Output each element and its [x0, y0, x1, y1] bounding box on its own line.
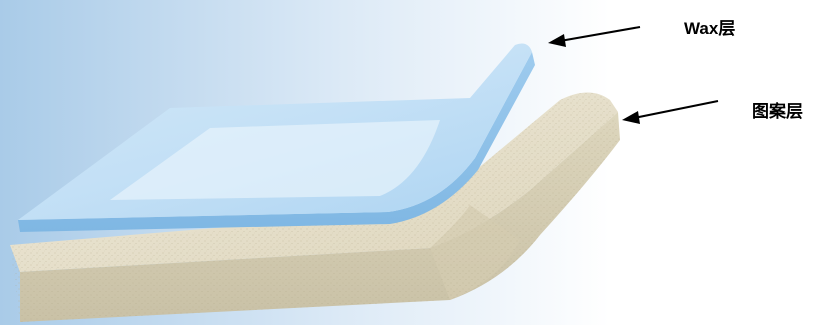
wax-layer-label: Wax层 — [684, 14, 735, 39]
pattern-layer-label: 图案层 — [752, 97, 803, 122]
pattern-layer-arrow — [622, 101, 718, 124]
